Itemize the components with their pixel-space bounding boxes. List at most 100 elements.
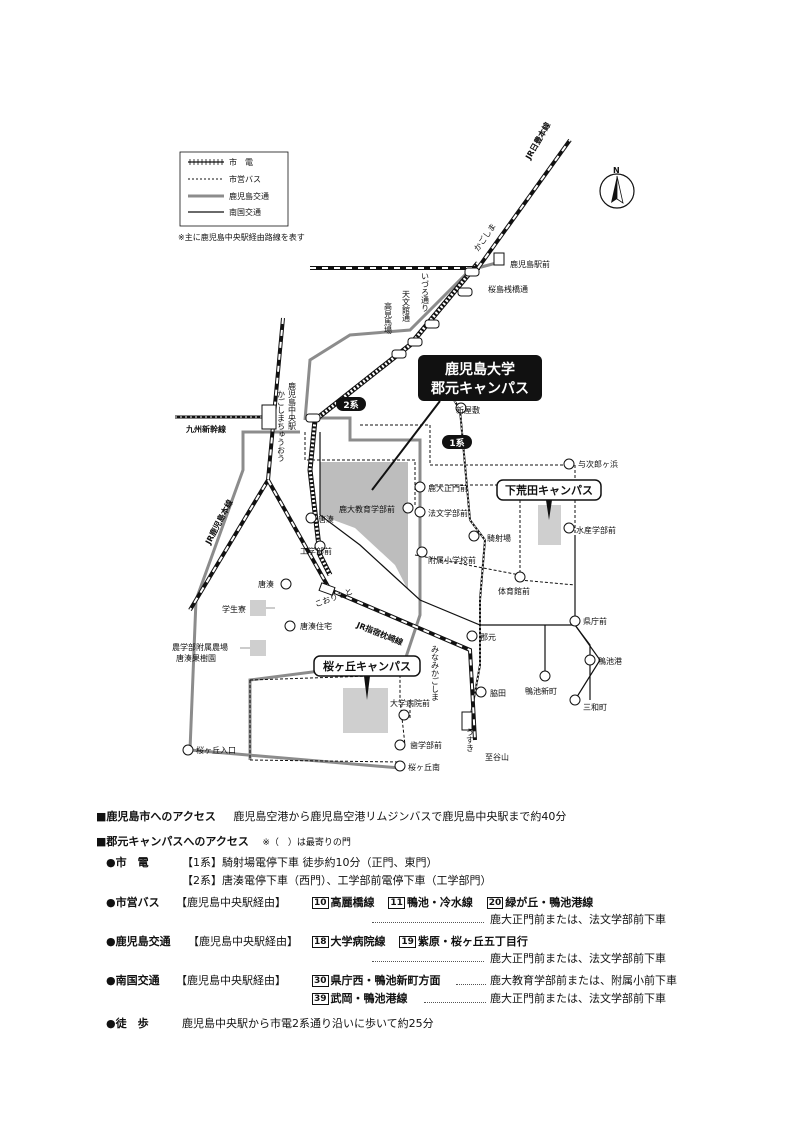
label-suisan: 水産学部前 — [576, 525, 616, 535]
stop-sakurajima — [457, 287, 473, 297]
stop-kogaku — [314, 540, 326, 552]
stop-sakuragaoka-iriguchi — [182, 744, 194, 756]
korimoto-campus-callout: 鹿児島大学 郡元キャンパス — [371, 355, 542, 491]
stop-kagoshima-eki — [464, 267, 480, 277]
label-kyoiku: 鹿大教育学部前 — [339, 504, 395, 514]
shinkansen-label: 九州新幹線 — [185, 424, 226, 434]
nangoku-stop-30: 鹿大教育学部前または、附属小前下車 — [490, 974, 677, 987]
legend-note: ※主に鹿児島中央駅経由路線を表す — [178, 232, 305, 242]
legend-label-kagoshima-kotsu: 鹿児島交通 — [229, 191, 269, 201]
kagoshima-kotsu-leader — [372, 961, 484, 962]
stop-kamoike-port — [584, 654, 596, 666]
nangoku-leader-39 — [424, 1002, 486, 1003]
label-kamoike-port: 鴨池港 — [598, 656, 622, 666]
label-toso: 唐湊 — [318, 514, 334, 524]
label-kishaba: 騎射場 — [487, 533, 511, 543]
campus-access-heading: ■郡元キャンパスへのアクセス — [96, 835, 249, 848]
label-yojiro: 与次郎ヶ浜 — [578, 459, 618, 469]
shimoarata-campus-area — [538, 505, 561, 545]
route-name-11: 鴨池・冷水線 — [406, 896, 473, 909]
label-chuo: 鹿児島中央駅 — [288, 381, 297, 431]
stop-toso-tram — [305, 512, 317, 524]
stop-toso-jutaku — [284, 620, 296, 632]
stop-takamibaba — [391, 349, 407, 359]
label-sakurajima: 桜島桟橋通 — [488, 284, 528, 294]
nippo-line-label: JR日豊本線 — [523, 120, 553, 161]
stop-fuzoku — [416, 546, 428, 558]
badge-1kei: 1系 — [449, 437, 464, 449]
label-daigaku-byoin: 大学病院前 — [390, 698, 430, 708]
stop-kamoike-shinmachi — [539, 670, 551, 682]
label-sakuragaoka-iriguchi: 桜ヶ丘入口 — [196, 745, 236, 755]
label-gakuseiryo: 学生寮 — [222, 604, 246, 614]
callout-line2: 郡元キャンパス — [430, 381, 529, 397]
nangoku-label: ●南国交通 — [106, 974, 160, 987]
route-name-10: 高麗橋線 — [330, 896, 375, 909]
walk-text: 鹿児島中央駅から市電2系通り沿いに歩いて約25分 — [182, 1017, 434, 1030]
label-toso-jutaku: 唐湊住宅 — [300, 621, 332, 631]
legend-label-citybus: 市営バス — [229, 174, 261, 184]
stop-chuo-tram — [305, 413, 321, 423]
tram-label: ●市 電 — [106, 856, 149, 869]
kagoshima-kotsu-stop: 鹿大正門前または、法文学部前下車 — [490, 952, 666, 965]
stop-toso-bus — [280, 578, 292, 590]
map-legend: 市 電 市営バス 鹿児島交通 南国交通 ※主に鹿児島中央駅経由路線を表す — [178, 151, 305, 242]
ibusuki-line-label: JR指宿枕崎線 — [354, 619, 404, 647]
route-num-39: 39 — [312, 993, 329, 1005]
access-map: 市 電 市営バス 鹿児島交通 南国交通 ※主に鹿児島中央駅経由路線を表す N — [172, 120, 635, 772]
route-name-30: 県庁西・鴨池新町方面 — [330, 974, 441, 987]
callout-box — [418, 355, 542, 401]
label-izuro: いづろ通り — [421, 272, 430, 312]
label-taiikukan: 体育館前 — [498, 586, 530, 596]
stop-shokudai-seimon — [414, 481, 426, 493]
label-kogaku: 工学部前 — [300, 546, 332, 556]
city-access-text: 鹿児島空港から鹿児島空港リムジンバスで鹿児島中央駅まで約40分 — [233, 810, 567, 823]
label-tenmonkan: 天文館通 — [402, 290, 411, 323]
stop-yojiro — [563, 458, 575, 470]
stop-kencho — [569, 615, 581, 627]
stop-sakuragaoka-minami — [394, 760, 406, 772]
route-name-20: 緑が丘・鴨池港線 — [505, 896, 594, 909]
stop-shinyashiki — [455, 402, 467, 414]
stop-daigaku-byoin — [398, 709, 410, 721]
route-num-20: 20 — [486, 897, 504, 909]
kagoshima-station-box — [493, 252, 505, 266]
route-name-18: 大学病院線 — [330, 935, 386, 948]
badge-2kei: 2系 — [343, 399, 358, 411]
stop-izuro — [424, 319, 440, 329]
rail-stations — [261, 252, 505, 731]
tram-line1: 【1系】騎射場電停下車 徒歩約10分（正門、東門） — [182, 856, 438, 869]
label-noujou-2: 唐湊果樹園 — [176, 653, 216, 663]
nangoku-routes — [319, 432, 601, 701]
north-compass: N — [599, 166, 635, 209]
legend-label-tram: 市 電 — [229, 157, 253, 167]
label-kagoshima-eki: 鹿児島駅前 — [510, 259, 550, 269]
label-minami-kagoshima: みなみかごしま — [431, 645, 440, 701]
walk-label: ●徒 歩 — [106, 1017, 149, 1030]
korimoto-jr-station-box — [318, 582, 336, 596]
stop-taiikukan — [514, 571, 526, 583]
callout-line1: 鹿児島大学 — [444, 361, 515, 378]
shimoarata-label: 下荒田キャンパス — [505, 483, 593, 497]
korimoto-campus-area — [320, 462, 408, 590]
citybus-via: 【鹿児島中央駅経由】 — [176, 896, 286, 909]
route-name-39: 武岡・鴨池港線 — [330, 992, 408, 1005]
gakuseiryo-area — [250, 600, 266, 616]
tram-stop-markers — [305, 267, 480, 423]
stop-sanwa — [569, 694, 581, 706]
label-shokudai-seimon: 鹿大正門前 — [428, 483, 468, 493]
legend-label-nangoku: 南国交通 — [229, 207, 261, 217]
city-access-heading: ■鹿児島市へのアクセス — [96, 810, 216, 823]
route-num-19: 19 — [399, 936, 416, 948]
callout-pointer — [371, 400, 441, 491]
label-fuzoku: 附属小学校前 — [428, 555, 476, 565]
label-hobun: 法文学部前 — [428, 508, 468, 518]
route-name-19: 紫原・桜ヶ丘五丁目行 — [417, 935, 528, 948]
citybus-leader — [372, 922, 484, 923]
compass-north-label: N — [613, 166, 620, 175]
city-access-row: ■鹿児島市へのアクセス 鹿児島空港から鹿児島空港リムジンバスで鹿児島中央駅まで約… — [96, 810, 566, 824]
